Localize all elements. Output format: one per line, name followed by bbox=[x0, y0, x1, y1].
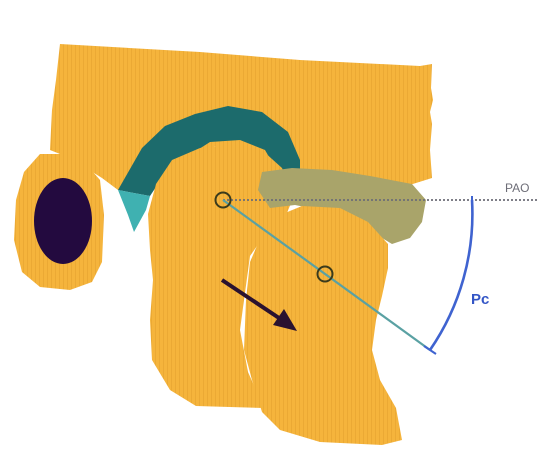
pc-label: Pc bbox=[471, 291, 489, 308]
pao-label: PAO bbox=[505, 181, 529, 195]
ear-canal bbox=[34, 178, 92, 264]
